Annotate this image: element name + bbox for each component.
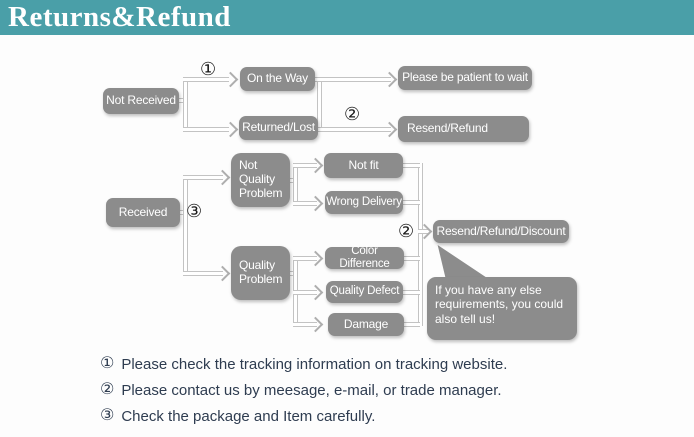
connector-merge-out [418,229,428,234]
header-bar: Returns&Refund [0,0,694,35]
node-wrong-delivery: Wrong Delivery [325,191,403,214]
node-please-wait: Please be patient to wait [398,66,532,90]
node-resend-refund-discount: Resend/Refund/Discount [433,220,569,243]
arrow-right-icon [307,284,324,301]
arrow-right-icon [307,316,324,333]
arrow-right-icon [214,169,231,186]
arrow-right-icon [222,121,239,138]
connector-to-on-the-way [183,77,229,82]
connector-not-received-vertical [183,77,188,131]
node-not-fit: Not fit [324,153,403,178]
connector-to-quality-problem [183,271,223,276]
node-received: Received [106,198,180,227]
speech-bubble-tail [437,245,489,279]
connector-wrong-delivery-out [403,200,420,205]
node-on-the-way: On the Way [240,67,315,91]
connector-to-quality-defect [293,290,317,295]
connector-to-not-fit [293,163,317,168]
connector-received-vertical [183,175,188,275]
node-resend-refund: Resend/Refund [398,116,529,142]
note-1-marker: ① [100,355,115,372]
node-quality-problem: Quality Problem [231,246,290,300]
step-marker-2b: ② [398,221,415,241]
connector-color-difference-out [404,256,420,261]
arrow-right-icon [381,71,398,88]
note-3-marker: ③ [100,407,115,424]
connector-to-not-quality-problem [183,175,223,180]
connector-to-resend-refund [317,127,391,132]
connector-damage-out [404,322,420,327]
note-item-1: ① Please check the tracking information … [100,351,600,377]
arrow-right-icon [381,121,398,138]
page-title: Returns&Refund [8,1,231,33]
node-not-quality-problem: Not Quality Problem [231,153,290,207]
note-1-text: Please check the tracking information on… [121,355,508,373]
node-color-difference: Color Difference [325,245,404,270]
notes-section: ① Please check the tracking information … [100,351,600,429]
connector-to-color-difference [293,256,317,261]
step-marker-3: ③ [186,201,203,221]
arrow-right-icon [307,250,324,267]
note-2-marker: ② [100,381,115,398]
note-2-text: Please contact us by meesage, e-mail, or… [121,381,502,399]
arrow-right-icon [222,71,239,88]
connector-not-received-stub [178,98,186,103]
connector-to-damage [293,322,317,327]
node-damage: Damage [328,313,404,336]
connector-quality-defect-out [403,290,420,295]
note-item-3: ③ Check the package and Item carefully. [100,403,600,429]
step-marker-2: ② [344,104,361,124]
speech-bubble: If you have any else requirements, you c… [427,277,577,340]
arrow-right-icon [307,157,324,174]
node-returned-lost: Returned/Lost [239,116,318,140]
arrow-right-icon [214,265,231,282]
connector-to-please-wait [315,77,391,82]
connector-not-fit-out [403,163,420,168]
connector-to-returned-lost [183,127,229,132]
step-marker-1: ① [200,59,217,79]
node-not-received: Not Received [103,88,179,114]
connector-nqp-vertical [293,163,298,205]
arrow-right-icon [307,195,324,212]
note-item-2: ② Please contact us by meesage, e-mail, … [100,377,600,403]
node-quality-defect: Quality Defect [326,281,403,303]
connector-to-wrong-delivery [293,201,317,206]
connector-top-right-vertical [317,77,322,131]
note-3-text: Check the package and Item carefully. [121,407,376,425]
connector-merge-vertical [418,163,423,326]
